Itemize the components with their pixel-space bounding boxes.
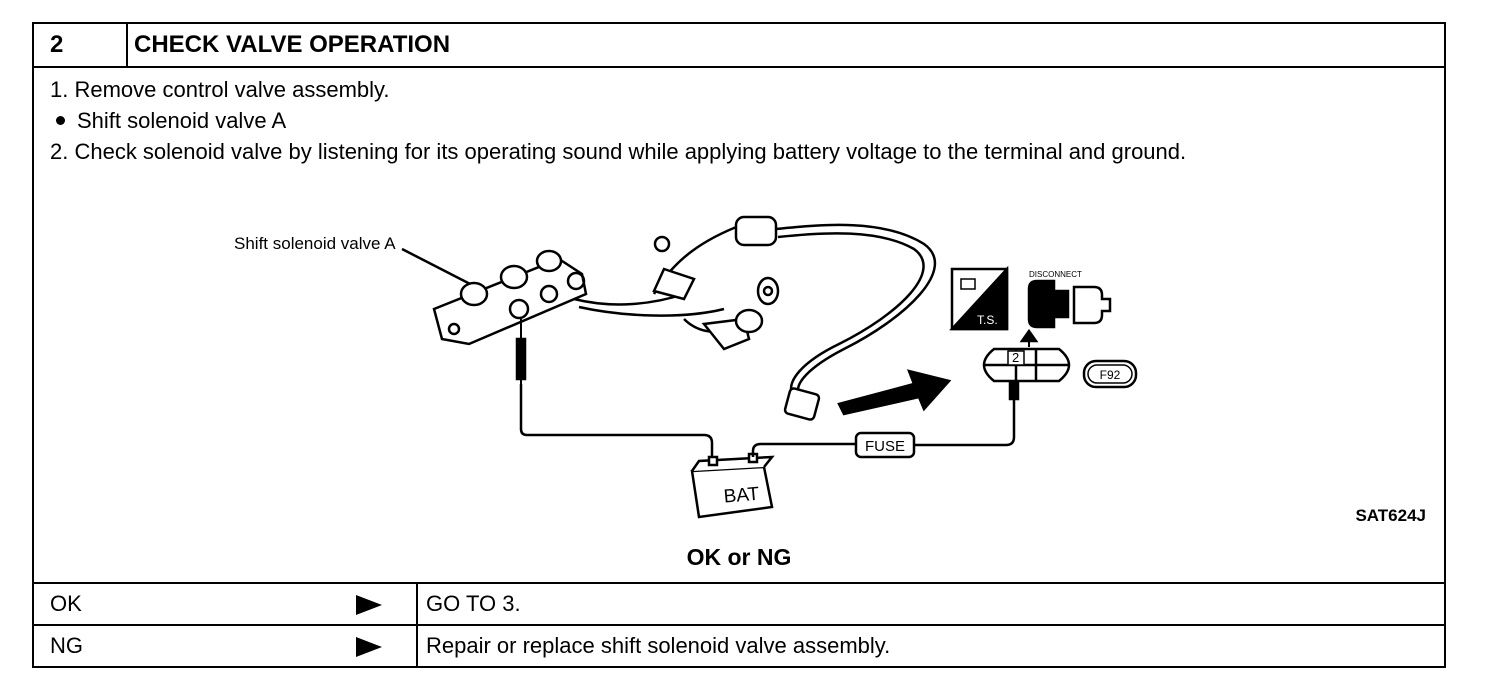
result-prompt: OK or NG: [686, 544, 792, 570]
outcome-condition: NG: [50, 633, 83, 658]
step-title: CHECK VALVE OPERATION: [134, 31, 451, 58]
instruction-step-2: 2. Check solenoid valve by listening for…: [50, 139, 1187, 164]
arrow-right-icon: [356, 637, 382, 657]
column-divider: [416, 626, 418, 666]
instruction-step-1: 1. Remove control valve assembly.: [50, 77, 390, 102]
terminal-label: 2: [1012, 350, 1019, 365]
outcome-condition: OK: [50, 591, 82, 616]
column-divider: [416, 584, 418, 624]
connector-id-label: F92: [1100, 368, 1121, 382]
callout-label: Shift solenoid valve A: [234, 234, 396, 253]
solenoid-valve-icon: [432, 249, 588, 346]
ts-label: T.S.: [977, 313, 998, 327]
arrow-right-icon: [356, 595, 382, 615]
step-number: 2: [34, 24, 128, 66]
inspection-table: 2 CHECK VALVE OPERATION 1. Remove contro…: [32, 22, 1446, 668]
direction-arrow-icon: [837, 369, 952, 416]
disconnect-icon: [1019, 279, 1112, 347]
figure-code: SAT624J: [1355, 506, 1426, 525]
instructions: 1. Remove control valve assembly. Shift …: [50, 74, 1186, 167]
bullet-text: Shift solenoid valve A: [77, 108, 287, 133]
bullet-icon: [56, 116, 65, 126]
outcome-row-ng: NG Repair or replace shift solenoid valv…: [34, 624, 1444, 666]
outcome-row-ok: OK GO TO 3.: [34, 582, 1444, 624]
solenoid-test-diagram: Shift solenoid valve A FUSE BAT DISCONNE…: [234, 215, 1138, 519]
instruction-bullet: Shift solenoid valve A: [50, 105, 1186, 136]
battery-label: BAT: [723, 484, 761, 508]
callout-leader: [401, 247, 477, 289]
ts-icon: [949, 265, 1009, 331]
fuse-label: FUSE: [865, 438, 905, 455]
probe-icon: [515, 337, 527, 381]
wire-harness-icon: [573, 215, 937, 421]
outcome-action: Repair or replace shift solenoid valve a…: [426, 633, 891, 658]
disconnect-label: DISCONNECT: [1029, 270, 1082, 279]
outcome-action: GO TO 3.: [426, 591, 521, 616]
battery-icon: [690, 452, 775, 519]
connector-icon: [982, 347, 1071, 383]
connector-id-badge: [1082, 359, 1138, 389]
table-header: 2 CHECK VALVE OPERATION: [34, 24, 1444, 68]
